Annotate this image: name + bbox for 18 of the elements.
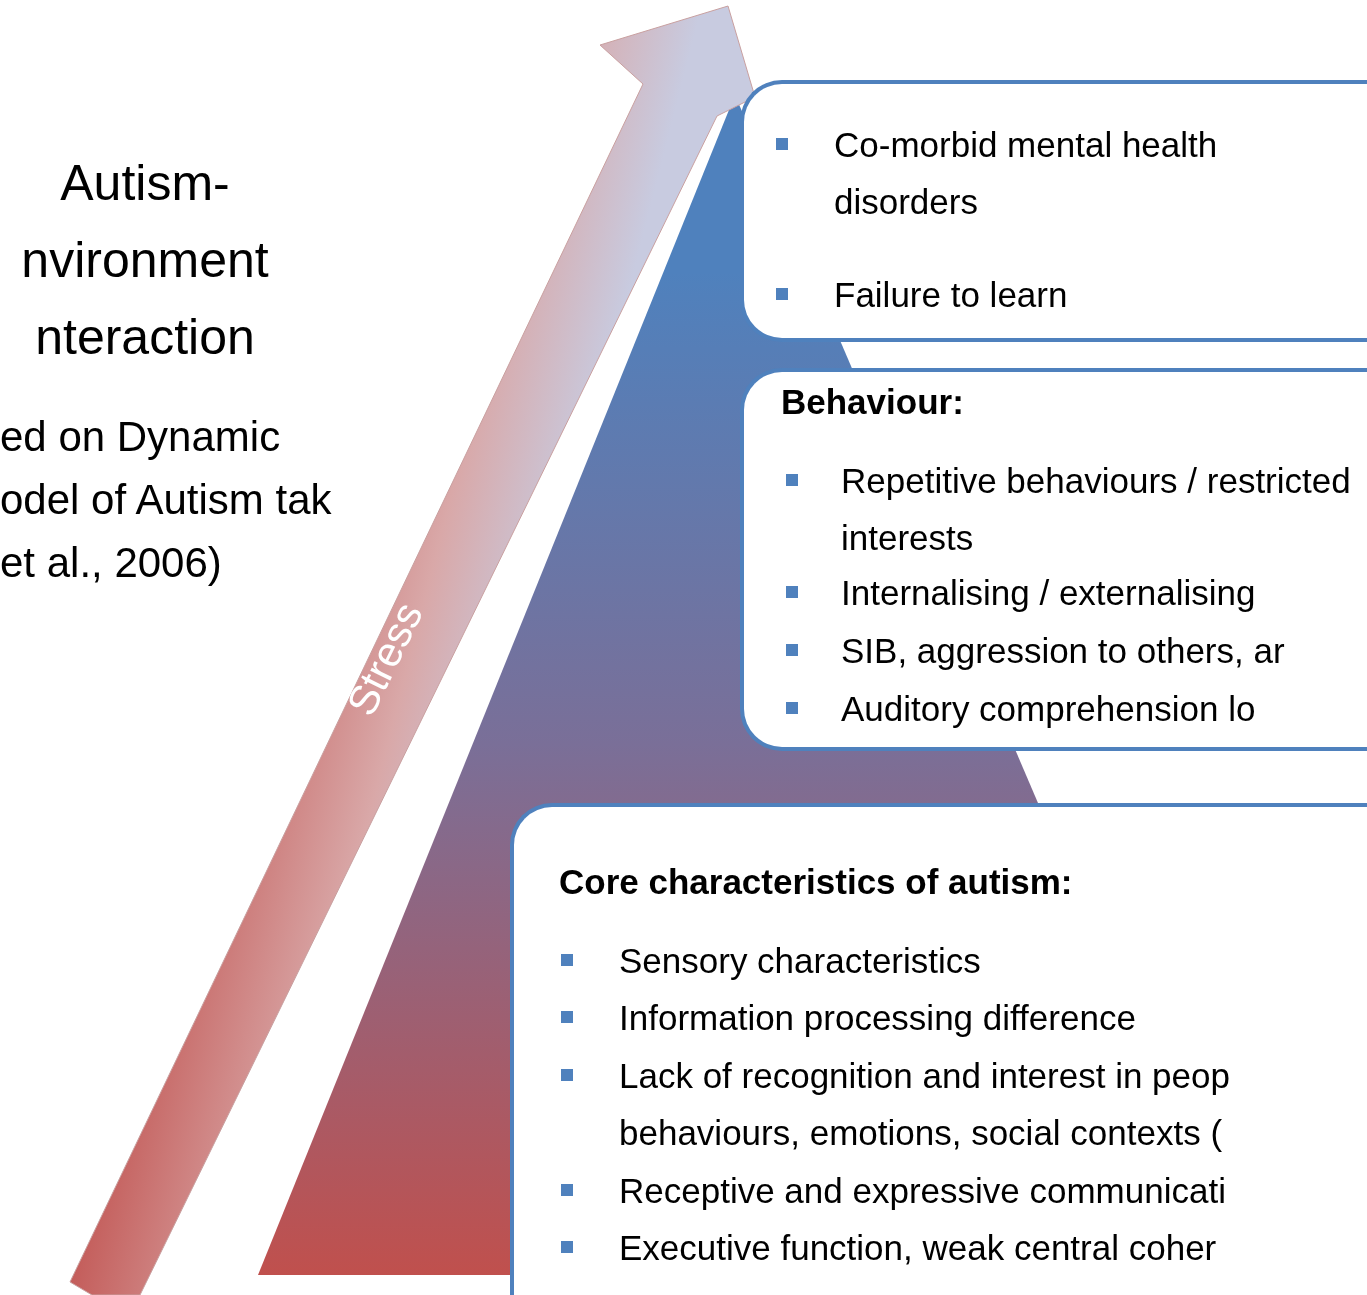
bullet-text: Co-morbid mental health disorders — [834, 124, 1219, 223]
subtitle-text: ed on Dynamic odel of Autism tak et al., 2006) — [0, 412, 333, 588]
bullet-text: Internalising / externalising — [841, 572, 1256, 614]
bullet-text: Repetitive behaviours / restricted interests — [841, 460, 1352, 559]
bullet-text: Executive function, weak central coher — [619, 1227, 1217, 1269]
text-box — [740, 368, 1367, 751]
bullet-text: Sensory characteristics — [619, 940, 981, 982]
text-box — [740, 80, 1367, 342]
bullet-text: Failure to learn — [834, 274, 1068, 316]
title: Autism- nvironment nteraction — [20, 154, 270, 367]
bullet-text: Auditory comprehension lo — [841, 688, 1256, 730]
bullet-text: SIB, aggression to others, ar — [841, 630, 1285, 672]
bullet-text: Receptive and expressive communicati — [619, 1170, 1226, 1212]
bullet-text: Information processing difference — [619, 997, 1136, 1039]
box-heading: Behaviour: — [781, 382, 964, 422]
bullet-text: Lack of recognition and interest in peop behaviours, emotions, social contexts ( — [619, 1055, 1231, 1154]
box-heading: Core characteristics of autism: — [559, 862, 1073, 902]
text-box — [510, 803, 1367, 1295]
